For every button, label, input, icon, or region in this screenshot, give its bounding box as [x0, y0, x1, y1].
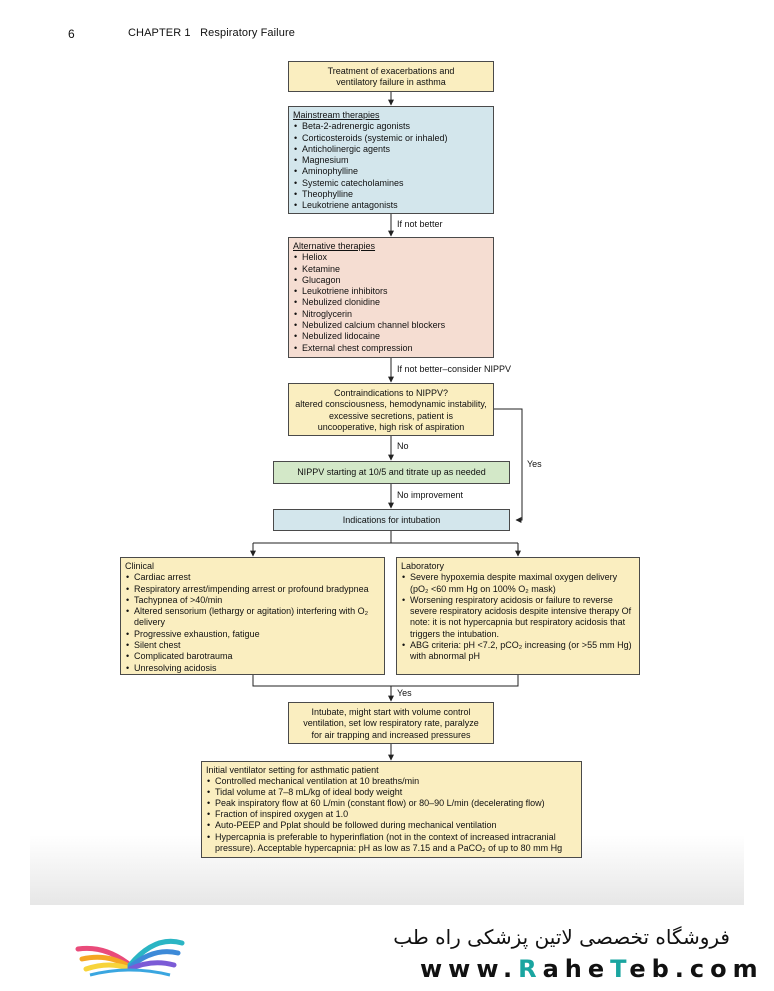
- list-item: Silent chest: [125, 640, 380, 652]
- url-letter-r: R: [518, 955, 543, 983]
- alternative-therapies-box: Alternative therapies Heliox Ketamine Gl…: [288, 237, 494, 358]
- arrow-yes-to-indications: [493, 408, 523, 523]
- mainstream-list: Beta-2-adrenergic agonists Corticosteroi…: [293, 121, 489, 212]
- list-item: Heliox: [293, 252, 489, 264]
- chapter-number: CHAPTER 1: [128, 27, 191, 39]
- laboratory-list: Severe hypoxemia despite maximal oxygen …: [401, 572, 635, 662]
- alternative-heading: Alternative therapies: [293, 241, 376, 251]
- list-item: Respiratory arrest/impending arrest or p…: [125, 584, 380, 596]
- list-item: Tachypnea of >40/min: [125, 595, 380, 607]
- label-consider-nippv: If not better–consider NIPPV: [397, 364, 512, 374]
- list-item: Beta-2-adrenergic agonists: [293, 121, 489, 133]
- list-item: Peak inspiratory flow at 60 L/min (const…: [206, 798, 577, 809]
- intubate-line-1: Intubate, might start with volume contro…: [311, 707, 471, 717]
- url-letter-t: T: [610, 955, 630, 983]
- list-item: ABG criteria: pH <7.2, pCO₂ increasing (…: [401, 640, 635, 663]
- alternative-list: Heliox Ketamine Glucagon Leukotriene inh…: [293, 252, 489, 354]
- list-item: Nebulized calcium channel blockers: [293, 320, 489, 332]
- list-item: Magnesium: [293, 155, 489, 167]
- intubate-box: Intubate, might start with volume contro…: [288, 702, 494, 744]
- list-item: Worsening respiratory acidosis or failur…: [401, 595, 635, 640]
- label-yes-side: Yes: [527, 459, 542, 469]
- clinical-list: Cardiac arrest Respiratory arrest/impend…: [125, 572, 380, 674]
- list-item: Glucagon: [293, 275, 489, 287]
- laboratory-box: Laboratory Severe hypoxemia despite maxi…: [396, 557, 640, 675]
- list-item: Leukotriene inhibitors: [293, 286, 489, 298]
- clinical-heading: Clinical: [125, 561, 155, 571]
- list-item: Complicated barotrauma: [125, 651, 380, 663]
- mainstream-therapies-box: Mainstream therapies Beta-2-adrenergic a…: [288, 106, 494, 214]
- list-item: Theophylline: [293, 189, 489, 201]
- intubate-line-3: for air trapping and increased pressures: [311, 729, 471, 740]
- list-item: Controlled mechanical ventilation at 10 …: [206, 776, 577, 787]
- ventilator-settings-box: Initial ventilator setting for asthmatic…: [201, 761, 582, 858]
- list-item: Corticosteroids (systemic or inhaled): [293, 133, 489, 145]
- chapter-title: Respiratory Failure: [200, 27, 295, 39]
- list-item: Auto-PEEP and Pplat should be followed d…: [206, 820, 577, 831]
- url-prefix: www.: [420, 955, 519, 983]
- mainstream-heading: Mainstream therapies: [293, 110, 380, 120]
- ventilator-heading: Initial ventilator setting for asthmatic…: [206, 765, 379, 775]
- list-item: Tidal volume at 7–8 mL/kg of ideal body …: [206, 787, 577, 798]
- start-line-1: Treatment of exacerbations and: [327, 66, 455, 76]
- list-item: Fraction of inspired oxygen at 1.0: [206, 809, 577, 820]
- list-item: Cardiac arrest: [125, 572, 380, 584]
- contraindications-line-3: excessive secretions, patient is: [328, 410, 454, 421]
- list-item: Progressive exhaustion, fatigue: [125, 629, 380, 641]
- label-yes-bottom: Yes: [397, 688, 412, 698]
- list-item: Hypercapnia is preferable to hyperinflat…: [206, 832, 577, 854]
- start-line-2: ventilatory failure in asthma: [336, 77, 446, 88]
- list-item: Aminophylline: [293, 166, 489, 178]
- label-if-not-better: If not better: [397, 219, 443, 229]
- book-logo-icon: [75, 938, 185, 977]
- contraindications-box: Contraindications to NIPPV? altered cons…: [288, 383, 494, 436]
- flow-connectors: [250, 92, 523, 761]
- contraindications-line-1: Contraindications to NIPPV?: [333, 388, 449, 398]
- ventilator-list: Controlled mechanical ventilation at 10 …: [206, 776, 577, 854]
- list-item: Unresolving acidosis: [125, 663, 380, 675]
- label-no: No: [397, 441, 409, 451]
- list-item: Leukotriene antagonists: [293, 200, 489, 212]
- watermark-persian-text: فروشگاه تخصصی لاتین پزشکی راه طب: [393, 925, 730, 949]
- contraindications-line-4: uncooperative, high risk of aspiration: [317, 421, 465, 432]
- list-item: Severe hypoxemia despite maximal oxygen …: [401, 572, 635, 595]
- laboratory-heading: Laboratory: [401, 561, 445, 571]
- nippv-box: NIPPV starting at 10/5 and titrate up as…: [273, 461, 510, 484]
- page-number: 6: [68, 27, 75, 41]
- line-merge: [252, 675, 519, 687]
- list-item: Altered sensorium (lethargy or agitation…: [125, 606, 380, 629]
- list-item: Anticholinergic agents: [293, 144, 489, 156]
- clinical-box: Clinical Cardiac arrest Respiratory arre…: [120, 557, 385, 675]
- contraindications-line-2: altered consciousness, hemodynamic insta…: [295, 399, 487, 410]
- url-part-1: ahe: [542, 955, 611, 983]
- url-part-2: eb.com: [629, 955, 764, 983]
- running-head: CHAPTER 1 Respiratory Failure: [128, 27, 295, 39]
- indications-box: Indications for intubation: [273, 509, 510, 531]
- watermark-footer: [0, 905, 774, 991]
- list-item: External chest compression: [293, 343, 489, 355]
- list-item: Nitroglycerin: [293, 309, 489, 321]
- start-box: Treatment of exacerbations and ventilato…: [288, 61, 494, 92]
- watermark-url: www.RaheTeb.com: [420, 955, 764, 983]
- label-no-improvement: No improvement: [397, 490, 464, 500]
- list-item: Nebulized lidocaine: [293, 331, 489, 343]
- intubate-line-2: ventilation, set low respiratory rate, p…: [303, 718, 479, 729]
- list-item: Systemic catecholamines: [293, 178, 489, 190]
- list-item: Ketamine: [293, 264, 489, 276]
- nippv-text: NIPPV starting at 10/5 and titrate up as…: [297, 467, 486, 477]
- list-item: Nebulized clonidine: [293, 297, 489, 309]
- indications-text: Indications for intubation: [342, 515, 441, 525]
